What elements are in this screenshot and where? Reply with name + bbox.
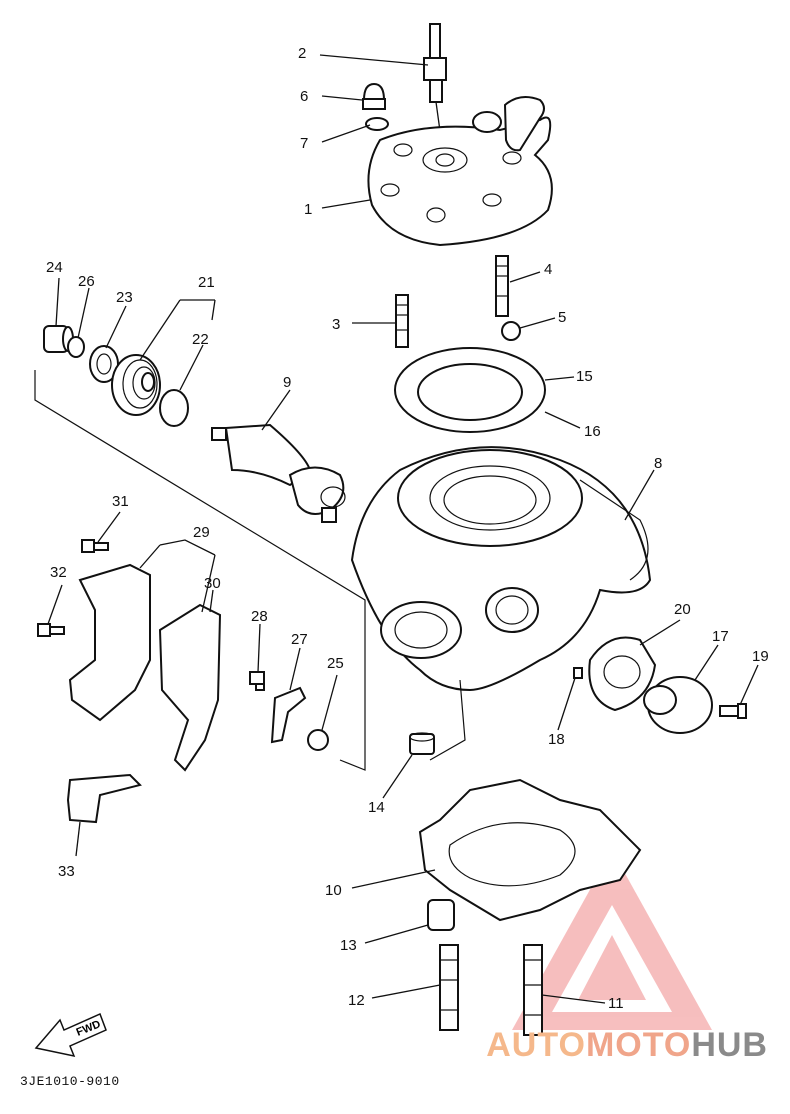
screw-31 bbox=[81, 539, 109, 553]
label-22: 22 bbox=[192, 331, 209, 348]
label-10: 10 bbox=[325, 882, 342, 899]
assembly-line-center bbox=[429, 679, 466, 761]
label-1: 1 bbox=[304, 201, 312, 218]
watermark-part-auto: AUTO bbox=[486, 1026, 586, 1064]
dowel-18 bbox=[573, 667, 583, 679]
leader-lines bbox=[47, 54, 759, 1004]
lever bbox=[270, 686, 307, 744]
label-29: 29 bbox=[193, 524, 210, 541]
part-number-labels: 2 6 7 1 4 3 5 15 16 24 26 23 21 22 9 8 3… bbox=[46, 45, 769, 1012]
label-33: 33 bbox=[58, 863, 75, 880]
cap-nut bbox=[362, 82, 386, 110]
label-25: 25 bbox=[327, 655, 344, 672]
label-17: 17 bbox=[712, 628, 729, 645]
valve-cover bbox=[68, 563, 151, 722]
label-26: 26 bbox=[78, 273, 95, 290]
label-19: 19 bbox=[752, 648, 769, 665]
o-ring-inner bbox=[417, 363, 523, 421]
label-4: 4 bbox=[544, 261, 552, 278]
dowel-pin bbox=[501, 321, 521, 341]
label-6: 6 bbox=[300, 88, 308, 105]
label-21: 21 bbox=[198, 274, 215, 291]
spring-clip bbox=[66, 773, 142, 824]
label-11: 11 bbox=[608, 995, 624, 1012]
valve-holder bbox=[111, 354, 161, 416]
label-14: 14 bbox=[368, 799, 385, 816]
stud-12 bbox=[439, 944, 459, 1031]
stud-bolt-long bbox=[495, 255, 509, 317]
label-20: 20 bbox=[674, 601, 691, 618]
label-23: 23 bbox=[116, 289, 133, 306]
diagram-code: 3JE1010-9010 bbox=[20, 1074, 120, 1089]
bolt-28 bbox=[249, 671, 265, 691]
fwd-arrow-icon: FWD bbox=[34, 1012, 107, 1058]
label-9: 9 bbox=[283, 374, 291, 391]
label-32: 32 bbox=[50, 564, 67, 581]
label-27: 27 bbox=[291, 631, 308, 648]
cylinder bbox=[350, 446, 652, 692]
assembly-line-left bbox=[34, 370, 366, 771]
label-15: 15 bbox=[576, 368, 593, 385]
watermark-text: AUTOMOTOHUB bbox=[486, 1026, 768, 1065]
label-7: 7 bbox=[300, 135, 308, 152]
label-2: 2 bbox=[298, 45, 306, 62]
cover-gasket bbox=[158, 603, 222, 772]
label-24: 24 bbox=[46, 259, 63, 276]
label-28: 28 bbox=[251, 608, 268, 625]
watermark-part-moto: MOTO bbox=[585, 1026, 692, 1064]
dowel-13 bbox=[427, 899, 455, 931]
stud-bolt bbox=[395, 294, 409, 348]
label-13: 13 bbox=[340, 937, 357, 954]
label-31: 31 bbox=[112, 493, 129, 510]
label-18: 18 bbox=[548, 731, 565, 748]
power-valve-shaft bbox=[211, 423, 346, 523]
cover-17 bbox=[643, 676, 713, 734]
bolt-19 bbox=[719, 703, 747, 719]
watermark-logo-icon bbox=[512, 850, 712, 1030]
base-gasket bbox=[418, 778, 642, 922]
cylinder-head bbox=[367, 95, 553, 247]
label-12: 12 bbox=[348, 992, 365, 1009]
label-16: 16 bbox=[584, 423, 601, 440]
label-5: 5 bbox=[558, 309, 566, 326]
label-3: 3 bbox=[332, 316, 340, 333]
label-8: 8 bbox=[654, 455, 662, 472]
gasket-20 bbox=[588, 636, 657, 712]
circlip bbox=[67, 336, 85, 358]
watermark-part-hub: HUB bbox=[691, 1026, 768, 1064]
collar bbox=[307, 729, 329, 751]
nut-14 bbox=[409, 732, 435, 755]
label-30: 30 bbox=[204, 575, 221, 592]
screw-32 bbox=[37, 623, 65, 637]
stud-11 bbox=[523, 944, 543, 1036]
washer bbox=[365, 117, 389, 131]
o-ring-small bbox=[159, 389, 189, 427]
